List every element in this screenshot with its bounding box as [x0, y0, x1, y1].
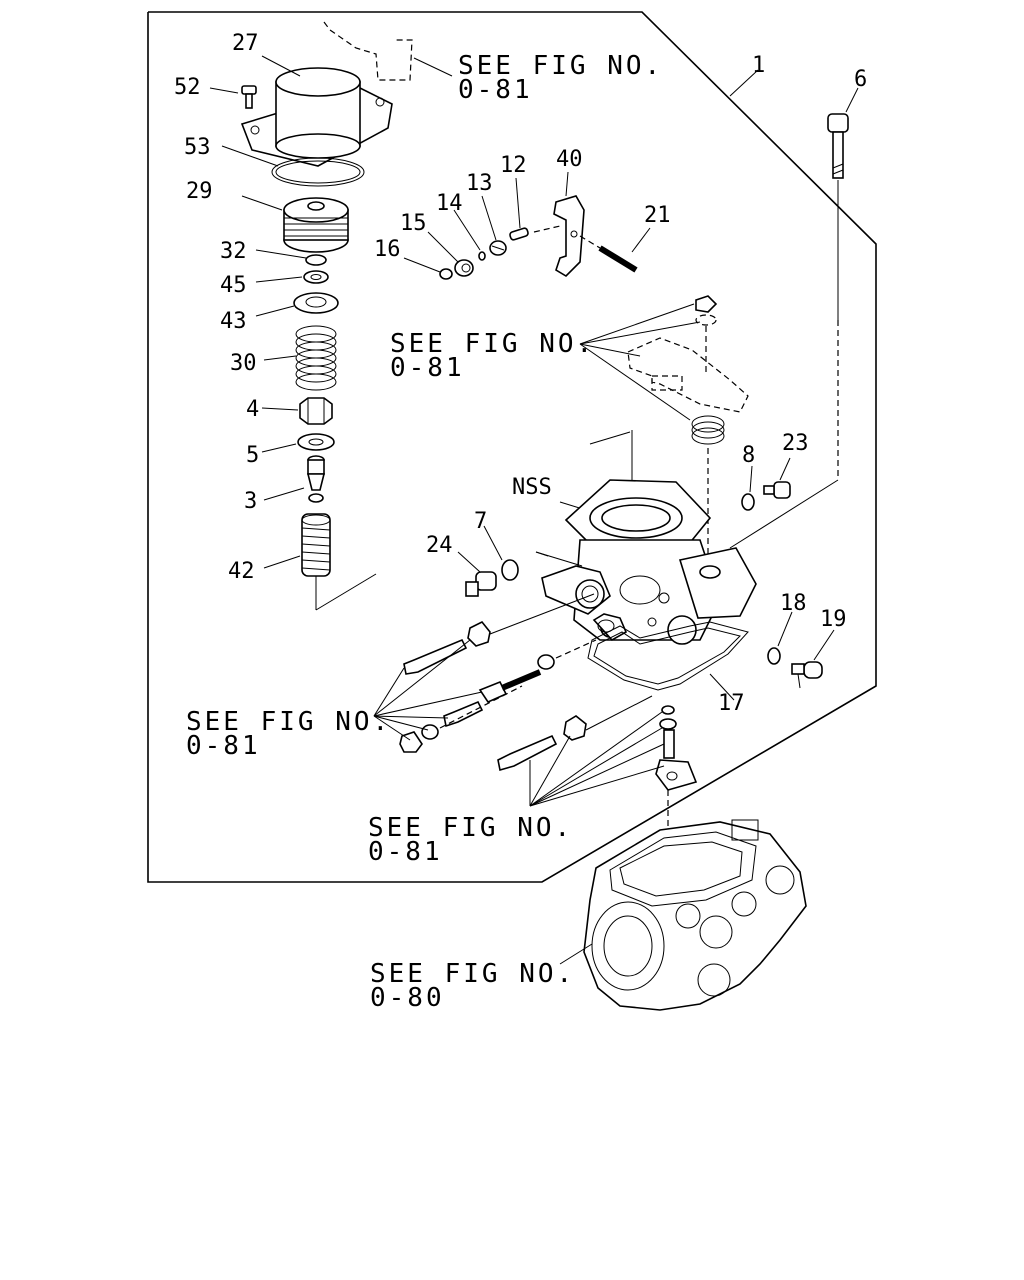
label-part-42: 42: [228, 559, 255, 584]
part-21-rod: [579, 227, 651, 273]
label-part-12: 12: [500, 153, 527, 178]
label-part-21: 21: [644, 203, 671, 228]
adjusting-screws-left: [373, 593, 597, 753]
part-12-pin: [509, 177, 529, 241]
ref-left-line1: SEE FIG NO.: [186, 707, 391, 737]
label-part-17: 17: [718, 691, 745, 716]
lower-reference-parts: [497, 695, 698, 880]
label-part-7: 7: [474, 509, 487, 534]
part-16-ring: [403, 257, 453, 280]
label-part-24: 24: [426, 533, 453, 558]
label-part-29: 29: [186, 179, 213, 204]
label-part-15: 15: [400, 211, 427, 236]
label-part-40: 40: [556, 147, 583, 172]
part-53-gasket: [221, 145, 365, 187]
label-part-3: 3: [244, 489, 257, 514]
label-part-8: 8: [742, 443, 755, 468]
label-part-27: 27: [232, 31, 259, 56]
part-43-spring-seat: [255, 292, 339, 317]
leader-1: [729, 69, 759, 97]
part-19-screw: [791, 629, 835, 689]
leader-6: [845, 87, 859, 113]
part-24-bolt: [457, 551, 497, 597]
part-18-washer: [767, 611, 793, 665]
top-reference-bracket: [323, 21, 453, 81]
ref-bottom-line1: SEE FIG NO.: [370, 959, 575, 989]
label-part-43: 43: [220, 309, 247, 334]
part-15-bush: [427, 231, 474, 277]
label-part-52: 52: [174, 75, 201, 100]
label-part-nss: NSS: [512, 475, 552, 500]
ref-left-line2: 0-81: [186, 731, 261, 761]
part-6-long-bolt: [729, 113, 849, 549]
label-part-1: 1: [752, 53, 765, 78]
label-part-23: 23: [782, 431, 809, 456]
part-40-lever: [533, 171, 585, 278]
part-23-screw: [763, 457, 791, 499]
pump-body: [559, 819, 807, 1011]
ref-top-line1: SEE FIG NO.: [458, 51, 663, 81]
label-part-13: 13: [466, 171, 493, 196]
label-part-53: 53: [184, 135, 211, 160]
ref-bottom-line2: 0-80: [370, 983, 445, 1013]
label-part-19: 19: [820, 607, 847, 632]
part-17-gasket: [587, 621, 749, 701]
label-part-30: 30: [230, 351, 257, 376]
part-27-cover-cap: [240, 55, 393, 167]
part-45-washer: [255, 270, 329, 284]
part-13-spring: [481, 195, 507, 256]
part-14-clip: [453, 209, 486, 261]
boundary-connection-line: [541, 685, 877, 883]
middle-reference-plate: [579, 295, 749, 562]
part-5-washer: [261, 433, 335, 453]
ref-top-line2: 0-81: [458, 75, 533, 105]
ref-middle-line1: SEE FIG NO.: [390, 329, 595, 359]
part-4-nut: [261, 397, 333, 425]
label-part-45: 45: [220, 273, 247, 298]
label-part-6: 6: [854, 67, 867, 92]
label-part-16: 16: [374, 237, 401, 262]
label-part-18: 18: [780, 591, 807, 616]
ref-lower-line2: 0-81: [368, 837, 443, 867]
part-7-cap: [483, 525, 519, 581]
part-8-washer: [741, 465, 755, 511]
part-52-screw: [209, 85, 257, 109]
part-32-washer: [255, 249, 327, 266]
label-part-32: 32: [220, 239, 247, 264]
label-part-5: 5: [246, 443, 259, 468]
main-housing: [535, 430, 757, 645]
ref-middle-line2: 0-81: [390, 353, 465, 383]
part-42-bellows: [263, 513, 377, 611]
ref-lower-line1: SEE FIG NO.: [368, 813, 573, 843]
part-29-diaphragm: [241, 195, 349, 253]
part-30-spring: [263, 325, 337, 391]
label-part-14: 14: [436, 191, 463, 216]
label-part-4: 4: [246, 397, 259, 422]
part-3-pin: [263, 455, 326, 503]
